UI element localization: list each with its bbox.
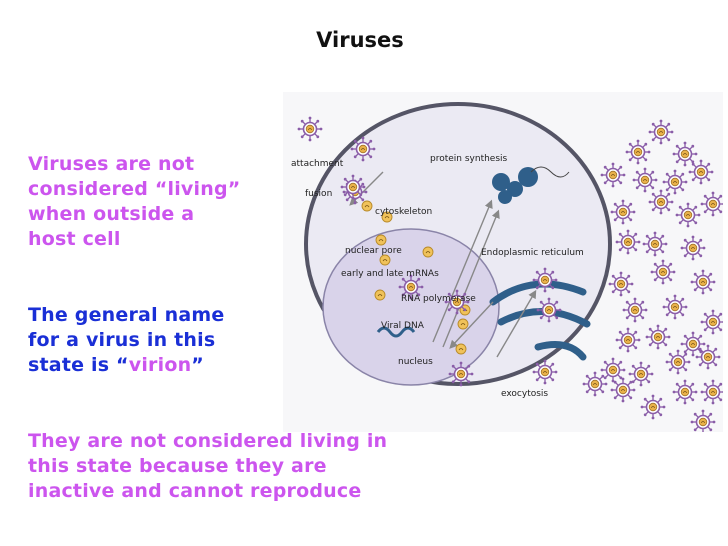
label-fusion: fusion bbox=[305, 189, 332, 199]
virion-line: state is “virion” bbox=[28, 353, 224, 378]
mrna-strand bbox=[530, 166, 570, 178]
reason-line: this state because they are bbox=[28, 455, 327, 477]
reason-line: They are not considered living in bbox=[28, 430, 388, 452]
reason-paragraph: They are not considered living in this s… bbox=[28, 429, 387, 504]
intro-line: when outside a bbox=[28, 203, 195, 225]
label-attachment: attachment bbox=[291, 159, 344, 169]
virion-paragraph: The general name for a virus in this sta… bbox=[28, 303, 224, 378]
intro-line: Viruses are not bbox=[28, 153, 195, 175]
pathway-arrows bbox=[349, 171, 537, 358]
diagram-labels: attachment fusion protein synthesis cyto… bbox=[291, 154, 584, 399]
viral-dna-strand bbox=[376, 326, 416, 338]
label-exocytosis: exocytosis bbox=[501, 389, 548, 399]
virion-line: The general name bbox=[28, 304, 225, 326]
virion-prefix: state is “ bbox=[28, 354, 129, 376]
label-rna-polymerase: RNA polymerase bbox=[401, 294, 476, 304]
intro-line: considered “living” bbox=[28, 178, 241, 200]
label-mrnas: early and late mRNAs bbox=[341, 269, 439, 279]
virus-lifecycle-diagram: attachment fusion protein synthesis cyto… bbox=[283, 92, 723, 432]
label-viral-dna: Viral DNA bbox=[381, 321, 425, 331]
slide-title: Viruses bbox=[316, 28, 404, 52]
virion-term: virion bbox=[128, 354, 192, 376]
intro-line: host cell bbox=[28, 228, 121, 250]
label-protein-synthesis: protein synthesis bbox=[430, 154, 508, 164]
intro-paragraph: Viruses are not considered “living” when… bbox=[28, 152, 240, 252]
virion-line: for a virus in this bbox=[28, 329, 216, 351]
ribosome-cluster bbox=[492, 167, 538, 204]
label-nucleus: nucleus bbox=[398, 357, 433, 367]
label-endoplasmic-reticulum: Endoplasmic reticulum bbox=[481, 248, 584, 258]
label-nuclear-pore: nuclear pore bbox=[345, 246, 402, 256]
virion-suffix: ” bbox=[191, 354, 204, 376]
reason-line: inactive and cannot reproduce bbox=[28, 480, 362, 502]
label-cytoskeleton: cytoskeleton bbox=[375, 207, 432, 217]
